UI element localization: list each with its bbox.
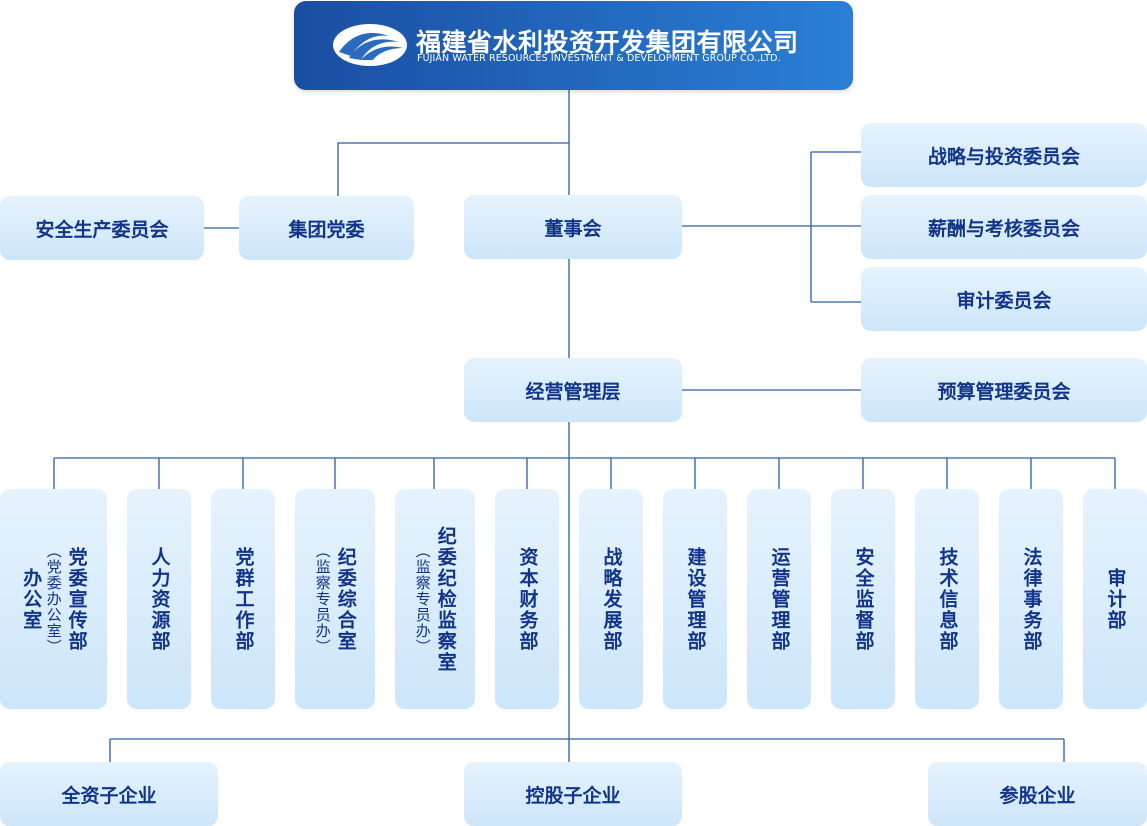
salary-committee-label: 薪酬与考核委员会 — [927, 217, 1080, 240]
company-name-cn: 福建省水利投资开发集团有限公司 — [416, 28, 799, 57]
strategy-committee-box: 战略与投资委员会 — [861, 123, 1147, 187]
department-box: 法律事务部 — [999, 489, 1063, 709]
department-label: 安全监督部 — [852, 546, 875, 652]
company-name-en: FUJIAN WATER RESOURCES INVESTMENT & DEVE… — [417, 53, 781, 64]
department-note: （监察专员办） — [313, 543, 332, 655]
department-box: 纪委纪检监察室 （监察专员办） — [395, 489, 475, 709]
salary-committee-box: 薪酬与考核委员会 — [861, 195, 1147, 259]
department-label: 纪委综合室 — [334, 546, 357, 652]
department-box: 运营管理部 — [747, 489, 811, 709]
department-label: 人力资源部 — [148, 546, 171, 652]
department-label: 法律事务部 — [1020, 546, 1043, 652]
department-label: 技术信息部 — [936, 546, 959, 652]
department-box: 纪委综合室 （监察专员办） — [295, 489, 375, 709]
management-box: 经营管理层 — [464, 358, 682, 422]
department-label: 党群工作部 — [232, 546, 255, 652]
department-label: 资本财务部 — [516, 546, 539, 652]
department-note: （监察专员办） — [413, 543, 432, 655]
participating-label: 参股企业 — [999, 784, 1076, 807]
company-header: 福建省水利投资开发集团有限公司 FUJIAN WATER RESOURCES I… — [294, 1, 853, 90]
department-box: 建设管理部 — [663, 489, 727, 709]
party-committee-label: 集团党委 — [288, 218, 365, 241]
department-box: 党群工作部 — [211, 489, 275, 709]
department-label: 纪委纪检监察室 — [434, 525, 457, 673]
wholly-owned-label: 全资子企业 — [61, 784, 157, 807]
department-label: 战略发展部 — [600, 546, 623, 652]
participating-box: 参股企业 — [928, 762, 1147, 826]
department-label: 党委宣传部 — [65, 546, 88, 652]
company-logo-icon — [333, 24, 407, 66]
safety-committee-label: 安全生产委员会 — [35, 218, 169, 241]
board-box: 董事会 — [464, 195, 682, 259]
department-box: 战略发展部 — [579, 489, 643, 709]
department-note: （党委办公室） — [44, 543, 63, 655]
department-label-secondary: 办公室 — [20, 567, 43, 631]
party-committee-box: 集团党委 — [239, 196, 414, 260]
department-box: 党委宣传部 （党委办公室） 办公室 — [0, 489, 107, 709]
department-label: 建设管理部 — [684, 546, 707, 652]
department-label: 运营管理部 — [768, 546, 791, 652]
holding-label: 控股子企业 — [525, 784, 621, 807]
audit-committee-label: 审计委员会 — [956, 289, 1052, 312]
department-box: 资本财务部 — [495, 489, 559, 709]
management-label: 经营管理层 — [525, 380, 621, 403]
department-box: 技术信息部 — [915, 489, 979, 709]
holding-box: 控股子企业 — [464, 762, 682, 826]
budget-committee-box: 预算管理委员会 — [861, 358, 1147, 422]
department-label: 审计部 — [1104, 567, 1127, 631]
strategy-committee-label: 战略与投资委员会 — [927, 145, 1080, 168]
budget-committee-label: 预算管理委员会 — [937, 380, 1071, 403]
department-box: 安全监督部 — [831, 489, 895, 709]
safety-committee-box: 安全生产委员会 — [0, 196, 204, 260]
wholly-owned-box: 全资子企业 — [0, 762, 218, 826]
board-label: 董事会 — [544, 217, 602, 240]
department-box: 审计部 — [1083, 489, 1147, 709]
audit-committee-box: 审计委员会 — [861, 267, 1147, 331]
department-box: 人力资源部 — [127, 489, 191, 709]
